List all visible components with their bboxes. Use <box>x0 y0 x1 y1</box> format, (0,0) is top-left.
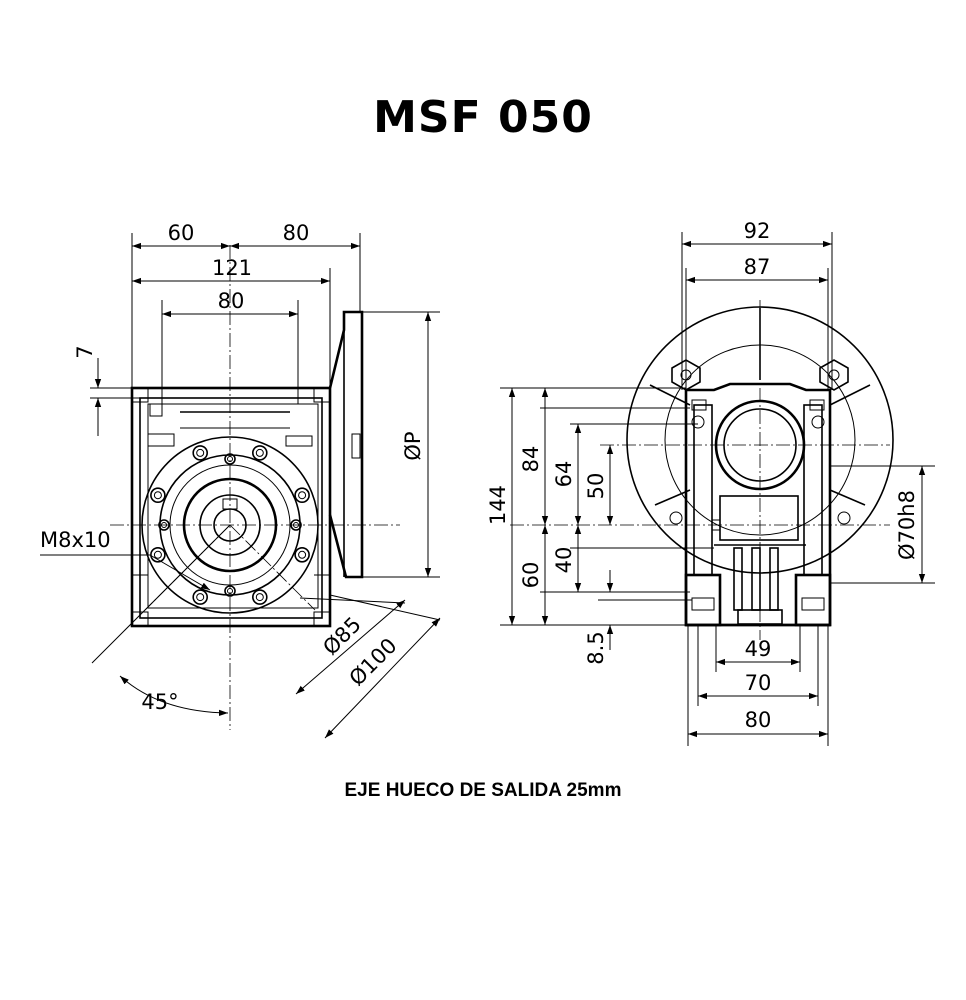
dim-64: 64 <box>552 461 576 488</box>
dim-7: 7 <box>73 345 97 358</box>
drawing-caption: EJE HUECO DE SALIDA 25mm <box>344 780 622 801</box>
bolt-hole <box>294 487 310 504</box>
dim-80-bottom: 80 <box>745 708 772 732</box>
bolt-hole <box>251 589 268 605</box>
front-view: 60 80 121 80 7 ØP M8x10 Ø85 Ø100 45° <box>40 221 441 739</box>
motor-flange-plate <box>328 310 364 579</box>
bolt-hole-inner <box>153 491 162 500</box>
thread-label: M8x10 <box>40 528 111 552</box>
dim-80-bolts: 80 <box>218 289 245 313</box>
dim-8-5: 8.5 <box>584 631 608 664</box>
dim-84: 84 <box>519 446 543 473</box>
dim-92: 92 <box>744 219 771 243</box>
dim-flange-diameter: ØP <box>401 431 425 460</box>
angle-label: 45° <box>141 690 178 714</box>
dim-80-top: 80 <box>283 221 310 245</box>
dim-49: 49 <box>745 637 772 661</box>
bolt-hole-inner <box>196 448 205 457</box>
drawing-title: MSF 050 <box>373 92 593 143</box>
dim-50: 50 <box>584 473 608 500</box>
bolt-hole <box>251 445 268 461</box>
dim-121: 121 <box>212 256 252 280</box>
bolt-hole <box>150 487 166 504</box>
bolt-hole <box>192 445 208 461</box>
bolt-hole-inner <box>255 448 264 457</box>
dim-outer-pcd: Ø100 <box>345 634 402 691</box>
bolt-hole <box>192 589 208 605</box>
bolt-hole-inner <box>298 491 307 500</box>
flange-bolt-holes <box>150 445 310 605</box>
bolt-hole <box>294 546 310 563</box>
dim-87: 87 <box>744 255 771 279</box>
dim-144: 144 <box>486 485 510 525</box>
bolt-hole-inner <box>255 593 264 602</box>
dim-60: 60 <box>168 221 195 245</box>
bolt-hole <box>150 546 166 563</box>
dim-40: 40 <box>552 547 576 574</box>
gearbox-housing-side <box>684 382 832 627</box>
bolt-hole-inner <box>298 550 307 559</box>
bolt-hole-inner <box>196 593 205 602</box>
dim-inner-pcd: Ø85 <box>318 612 366 660</box>
dim-70: 70 <box>745 671 772 695</box>
dim-60-side: 60 <box>519 562 543 589</box>
side-view: 92 87 144 84 60 64 40 50 8.5 <box>486 219 935 746</box>
bolt-hole-inner <box>153 550 162 559</box>
dim-pilot-diameter: Ø70h8 <box>895 490 919 560</box>
